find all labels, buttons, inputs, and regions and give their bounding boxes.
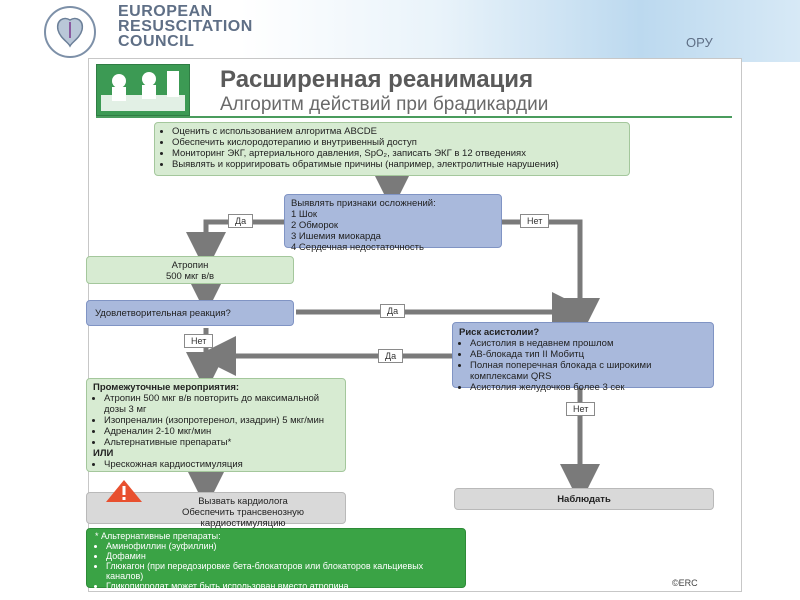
interim-box: Промежуточные мероприятия: Атропин 500 м… [86, 378, 346, 472]
complication-item: 4 Сердечная недостаточность [291, 242, 424, 253]
complication-item: 3 Ишемия миокарда [291, 231, 381, 242]
interim-item: Адреналин 2-10 мкг/мин [104, 426, 339, 437]
alternatives-box: * Альтернативные препараты: Аминофиллин … [86, 528, 466, 591]
label-yes-response: Да [380, 304, 406, 318]
response-box: Удовлетворительная реакция? [86, 300, 294, 326]
assess-item: Обеспечить кислородотерапию и внутривенн… [172, 137, 623, 148]
org-line-2: RESUSCITATION [118, 18, 253, 35]
asystole-item: АВ-блокада тип II Мобитц [470, 349, 707, 360]
atropine-box: Атропин 500 мкг в/в [86, 256, 294, 284]
observe-text: Наблюдать [557, 494, 611, 505]
complications-heading: Выявлять признаки осложнений: [291, 198, 436, 209]
assess-item: Мониторинг ЭКГ, артериального давления, … [172, 148, 623, 159]
poster-title: Расширенная реанимация [220, 66, 534, 93]
label-yes-asystole: Да [378, 349, 404, 363]
title-divider [96, 116, 732, 118]
assess-box: Оценить с использованием алгоритма ABCDE… [154, 122, 630, 176]
asystole-item: Полная поперечная блокада с широкими ком… [470, 360, 707, 382]
org-line-3: COUNCIL [118, 33, 195, 50]
alternative-item: Аминофиллин (эуфиллин) [106, 541, 457, 551]
call-cardiologist-box: Вызвать кардиолога Обеспечить трансвеноз… [86, 492, 346, 529]
team-illustration-icon [96, 64, 190, 116]
label-no-signs: Нет [520, 214, 550, 228]
response-question: Удовлетворительная реакция? [95, 308, 231, 319]
asystole-risk-box: Риск асистолии? Асистолия в недавнем про… [452, 322, 714, 393]
interim-item: Изопреналин (изопротеренол, изадрин) 5 м… [104, 415, 339, 426]
atropine-line-1: Атропин [171, 260, 209, 271]
interim-heading: Промежуточные мероприятия: [93, 382, 240, 393]
label-no-asystole: Нет [566, 402, 596, 416]
complication-item: 1 Шок [291, 209, 318, 220]
label-no-response: Нет [184, 334, 214, 348]
observe-box: Наблюдать [454, 488, 714, 510]
asystole-item: Асистолия в недавнем прошлом [470, 338, 707, 349]
assess-item: Выявлять и корригировать обратимые причи… [172, 159, 623, 170]
org-name: EUROPEAN RESUSCITATION COUNCIL [118, 3, 253, 50]
header-banner [0, 0, 800, 62]
interim-or: ИЛИ [93, 448, 114, 459]
alternatives-heading: * Альтернативные препараты: [95, 531, 221, 541]
erc-copyright-mark: ©ERC [672, 578, 698, 588]
interim-pacing: Чрескожная кардиостимуляция [104, 459, 339, 470]
call-line-3: кардиостимуляцию [200, 518, 286, 529]
alternative-item: Дофамин [106, 551, 457, 561]
label-yes-signs: Да [228, 214, 254, 228]
interim-item: Альтернативные препараты* [104, 437, 339, 448]
alternative-item: Гликопирролат может быть использован вме… [106, 581, 457, 591]
assess-item: Оценить с использованием алгоритма ABCDE [172, 126, 623, 137]
warning-triangle-icon [104, 478, 144, 509]
asystole-heading: Риск асистолии? [459, 327, 540, 338]
atropine-line-2: 500 мкг в/в [165, 271, 214, 282]
org-line-1: EUROPEAN [118, 3, 213, 20]
alternative-item: Глюкагон (при передозировке бета-блокато… [106, 561, 457, 581]
call-line-2: Обеспечить трансвенозную [181, 507, 305, 518]
interim-item: Атропин 500 мкг в/в повторить до максима… [104, 393, 339, 415]
poster-subtitle: Алгоритм действий при брадикардии [220, 94, 549, 115]
call-line-1: Вызвать кардиолога [198, 496, 288, 507]
complication-item: 2 Обморок [291, 220, 339, 231]
asystole-item: Асистолия желудочков более 3 сек [470, 382, 707, 393]
complications-box: Выявлять признаки осложнений: 1 Шок 2 Об… [284, 194, 502, 253]
erc-logo-icon [44, 6, 96, 58]
header-page-code: ОРУ [686, 35, 713, 50]
